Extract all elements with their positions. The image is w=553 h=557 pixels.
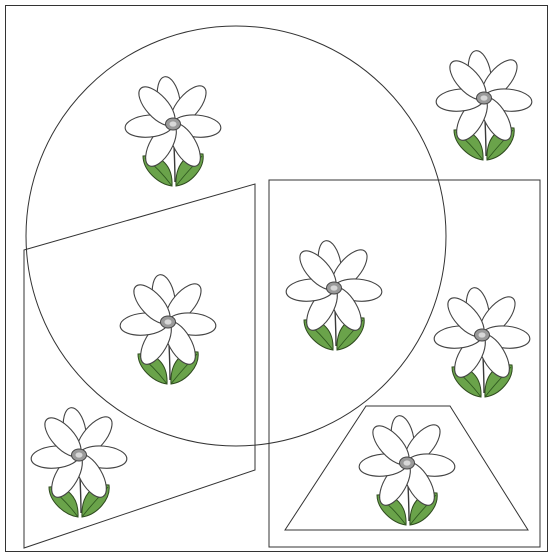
daisy-flower-icon xyxy=(435,49,533,160)
circle-region xyxy=(26,26,446,446)
daisy-flower-icon xyxy=(124,75,222,186)
daisy-flower-icon xyxy=(285,239,383,350)
flower-items xyxy=(30,49,533,525)
daisy-flower-icon xyxy=(119,273,217,384)
daisy-flower-icon xyxy=(358,414,456,525)
daisy-flower-icon xyxy=(433,286,531,397)
daisy-flower-icon xyxy=(30,406,128,517)
